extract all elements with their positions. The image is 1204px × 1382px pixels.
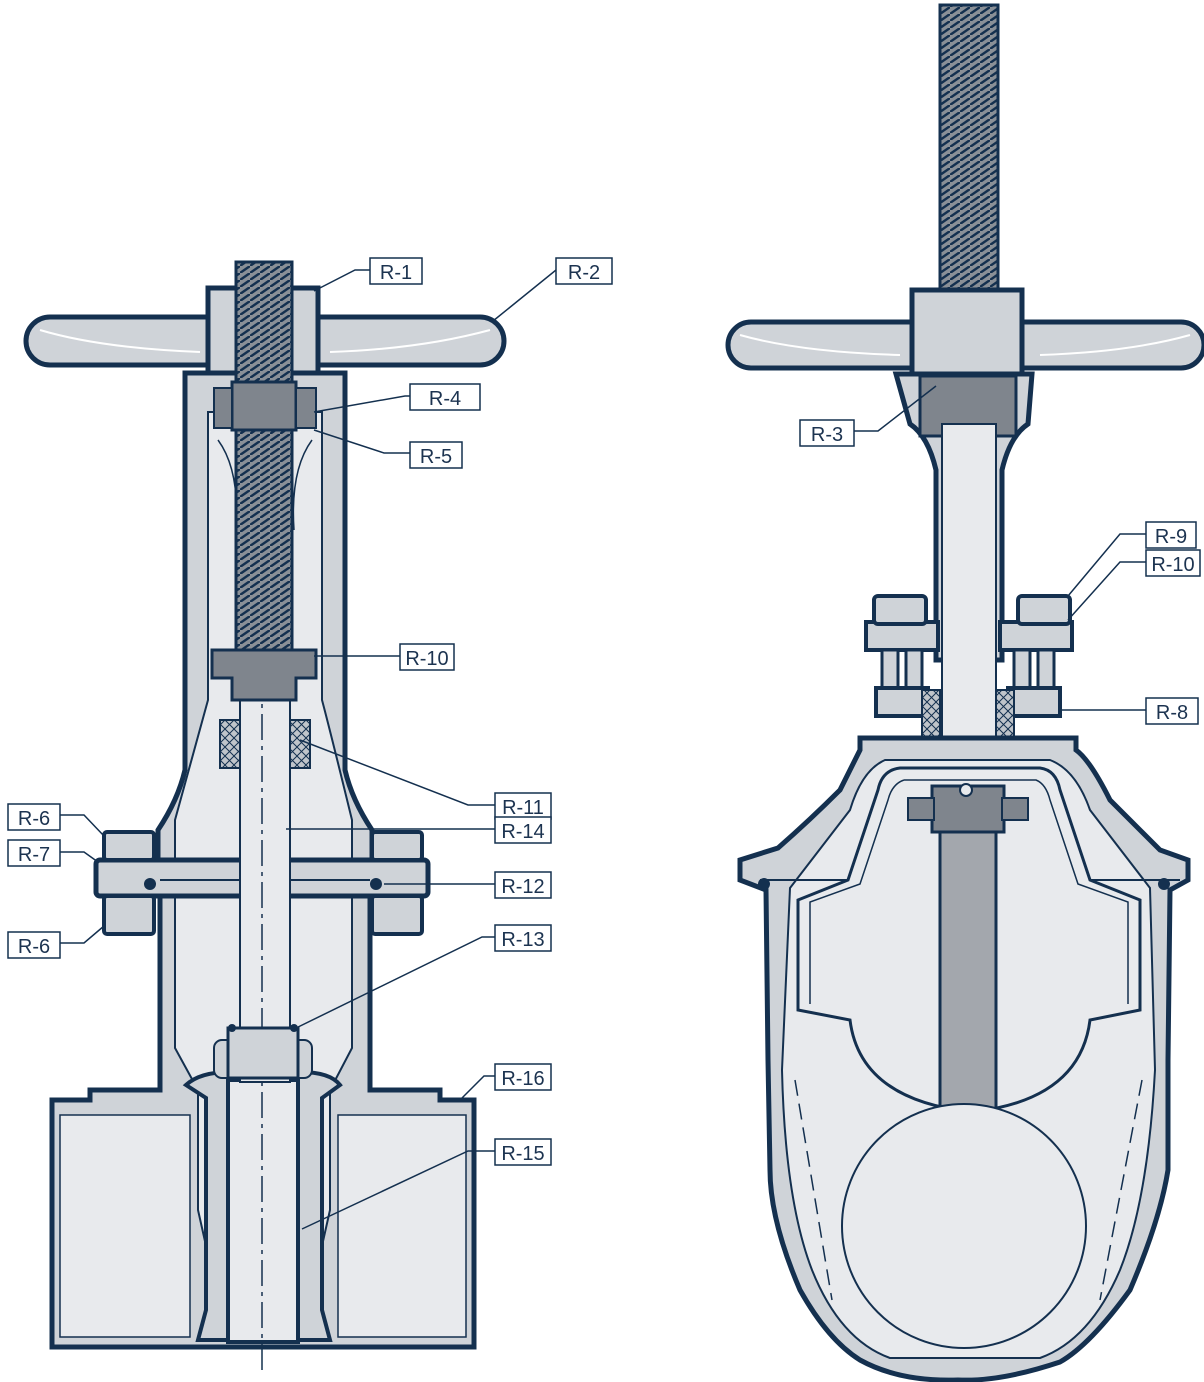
label-r6-top-text: R-6	[18, 808, 50, 830]
label-r10-right: R-10	[1145, 549, 1201, 577]
label-r8: R-8	[1145, 697, 1199, 725]
label-r1: R-1	[369, 257, 423, 285]
label-r8-text: R-8	[1156, 702, 1188, 724]
label-r10-right-text: R-10	[1151, 554, 1194, 576]
label-r2-text: R-2	[568, 262, 600, 284]
label-r12: R-12	[494, 871, 552, 899]
label-r6-bottom-text: R-6	[18, 936, 50, 958]
label-r6-top: R-6	[7, 803, 61, 831]
valve-section-view	[23, 260, 507, 1372]
label-r6-bottom: R-6	[7, 931, 61, 959]
gate-stem-dark	[938, 798, 998, 1112]
threaded-stem	[234, 260, 294, 678]
label-r16: R-16	[494, 1063, 552, 1091]
packing-left	[219, 719, 241, 769]
bolt-nut-bottom-right	[370, 894, 424, 936]
yoke-bushing	[230, 380, 298, 432]
label-r13: R-13	[494, 924, 552, 952]
gasket-ring-left	[144, 878, 156, 890]
label-r9: R-9	[1145, 521, 1197, 549]
label-r16-text: R-16	[501, 1068, 544, 1090]
label-r14: R-14	[494, 816, 552, 844]
label-r13-text: R-13	[501, 929, 544, 951]
label-r11: R-11	[494, 792, 552, 820]
gasket-ring-right	[370, 878, 382, 890]
port-opening	[841, 1103, 1087, 1349]
handwheel-side	[725, 287, 1204, 377]
packing-right	[289, 719, 311, 769]
pipe-bore-right	[337, 1114, 467, 1338]
label-r11-text: R-11	[502, 797, 544, 819]
bolt-nut-bottom-left	[102, 894, 156, 936]
gland-follower	[210, 648, 318, 702]
label-r15: R-15	[494, 1138, 552, 1166]
leader-lines	[60, 269, 1146, 1230]
label-r3-text: R-3	[811, 424, 843, 446]
bolt-nut-top-left	[102, 830, 156, 862]
label-r7-text: R-7	[18, 844, 50, 866]
label-r9-text: R-9	[1155, 526, 1187, 548]
label-r7: R-7	[7, 839, 61, 867]
stem-nut	[226, 1026, 300, 1080]
label-r4: R-4	[409, 383, 481, 411]
label-r2: R-2	[555, 257, 613, 285]
label-r14-text: R-14	[501, 821, 544, 843]
label-r5: R-5	[409, 441, 463, 469]
label-r3: R-3	[799, 419, 855, 447]
label-r4-text: R-4	[429, 388, 461, 410]
label-r12-text: R-12	[501, 876, 544, 898]
label-r15-text: R-15	[501, 1143, 544, 1165]
label-r10-left-text: R-10	[405, 648, 448, 670]
label-r5-text: R-5	[420, 446, 452, 468]
label-r10-left: R-10	[399, 643, 455, 671]
valve-stem	[239, 671, 291, 1083]
valve-side-view	[725, 3, 1204, 1382]
bolt-nut-top-right	[370, 830, 424, 862]
gate-slot	[226, 1078, 300, 1344]
pipe-bore-left	[59, 1114, 191, 1338]
label-r1-text: R-1	[380, 262, 412, 284]
labels: R-1 R-2 R-3 R-4 R-5 R-6 R-7 R-6 R-8 R-9 …	[7, 257, 1201, 1166]
